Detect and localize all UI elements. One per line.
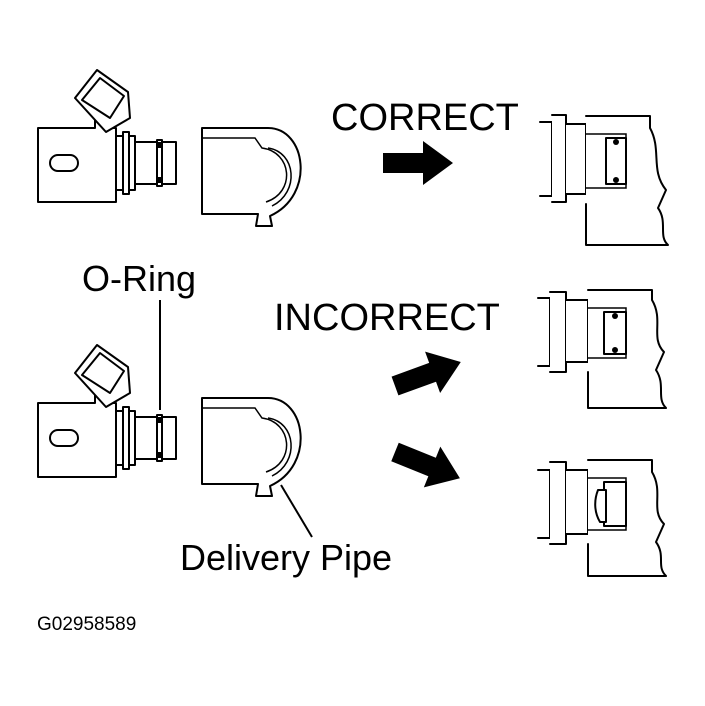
installed-incorrect-view-1 [537,289,667,409]
installed-incorrect-view-2 [537,459,667,577]
correct-label: CORRECT [331,97,519,139]
arrow-incorrect-1 [387,341,469,407]
delivery-pipe-label: Delivery Pipe [180,537,392,578]
arrow-incorrect-2 [386,431,469,499]
injector-top [37,69,177,203]
figure-code: G02958589 [37,614,136,635]
installed-correct-view [539,114,669,246]
injector-bottom [37,344,177,478]
incorrect-label: INCORRECT [274,297,500,339]
delivery-pipe-leader-line [280,484,313,538]
arrow-correct [383,141,453,185]
delivery-pipe-top [201,127,302,227]
o-ring-label: O-Ring [82,258,196,299]
delivery-pipe-bottom [201,397,302,497]
